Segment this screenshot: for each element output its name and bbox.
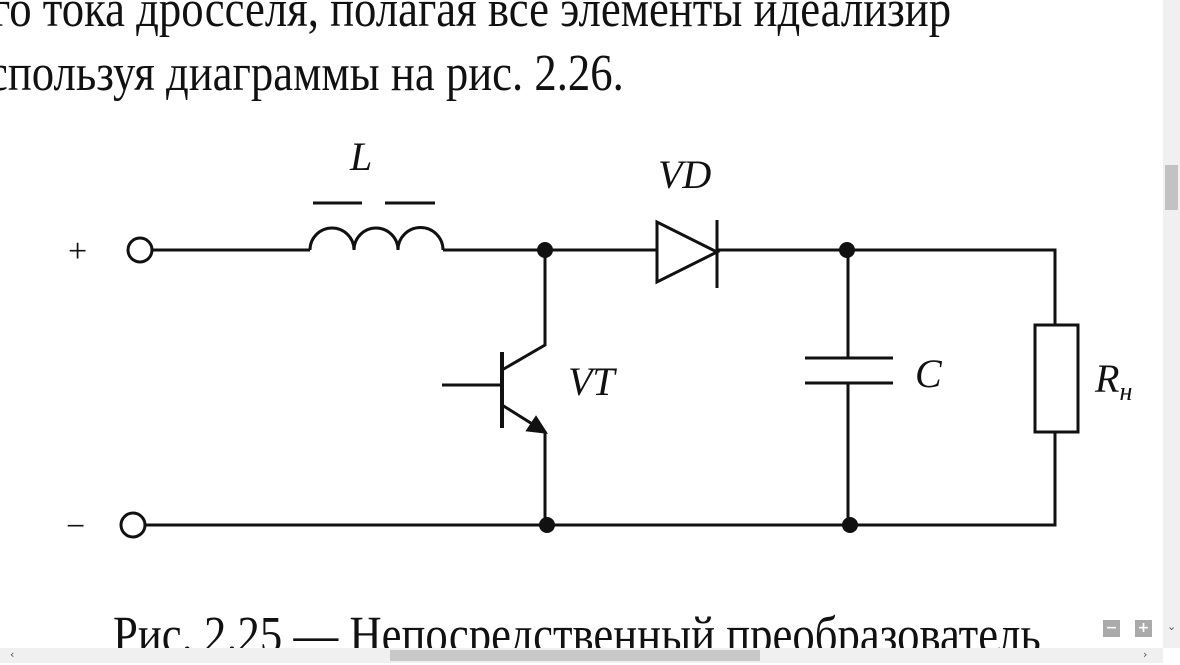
scroll-right-button[interactable]: › <box>1143 648 1148 661</box>
label-R-sub: н <box>1119 377 1132 406</box>
wires <box>145 248 1057 527</box>
horizontal-scrollbar[interactable]: ‹ › <box>0 648 1163 663</box>
circuit-diagram: + − L VD VT C Rн <box>66 134 1132 545</box>
scroll-down-button[interactable]: ⌄ <box>1167 620 1177 633</box>
plus-label: + <box>68 233 87 270</box>
zoom-out-button[interactable]: − <box>1103 620 1120 637</box>
plus-terminal <box>126 236 154 264</box>
scroll-left-button[interactable]: ‹ <box>10 648 15 661</box>
body-text-line-2: спользуя диаграммы на рис. 2.26. <box>0 45 624 102</box>
label-R: Rн <box>1094 356 1132 406</box>
vertical-scrollbar[interactable]: ⌄ <box>1163 0 1180 648</box>
junction-dots <box>537 242 858 533</box>
capacitor <box>805 356 893 385</box>
label-C: C <box>915 351 943 396</box>
body-text-line-1: го тока дросселя, полагая все элементы и… <box>0 0 952 38</box>
diode <box>655 219 721 288</box>
inductor <box>308 201 445 251</box>
zoom-in-button[interactable]: + <box>1135 620 1152 637</box>
resistor <box>1033 323 1080 434</box>
label-VD: VD <box>658 152 711 197</box>
label-L: L <box>349 134 372 179</box>
label-R-main: R <box>1094 356 1119 401</box>
horizontal-scroll-thumb[interactable] <box>390 650 760 661</box>
minus-label: − <box>66 508 85 545</box>
minus-terminal <box>119 511 147 539</box>
transistor <box>500 352 548 434</box>
label-VT: VT <box>568 359 617 404</box>
vertical-scroll-thumb[interactable] <box>1165 165 1178 210</box>
